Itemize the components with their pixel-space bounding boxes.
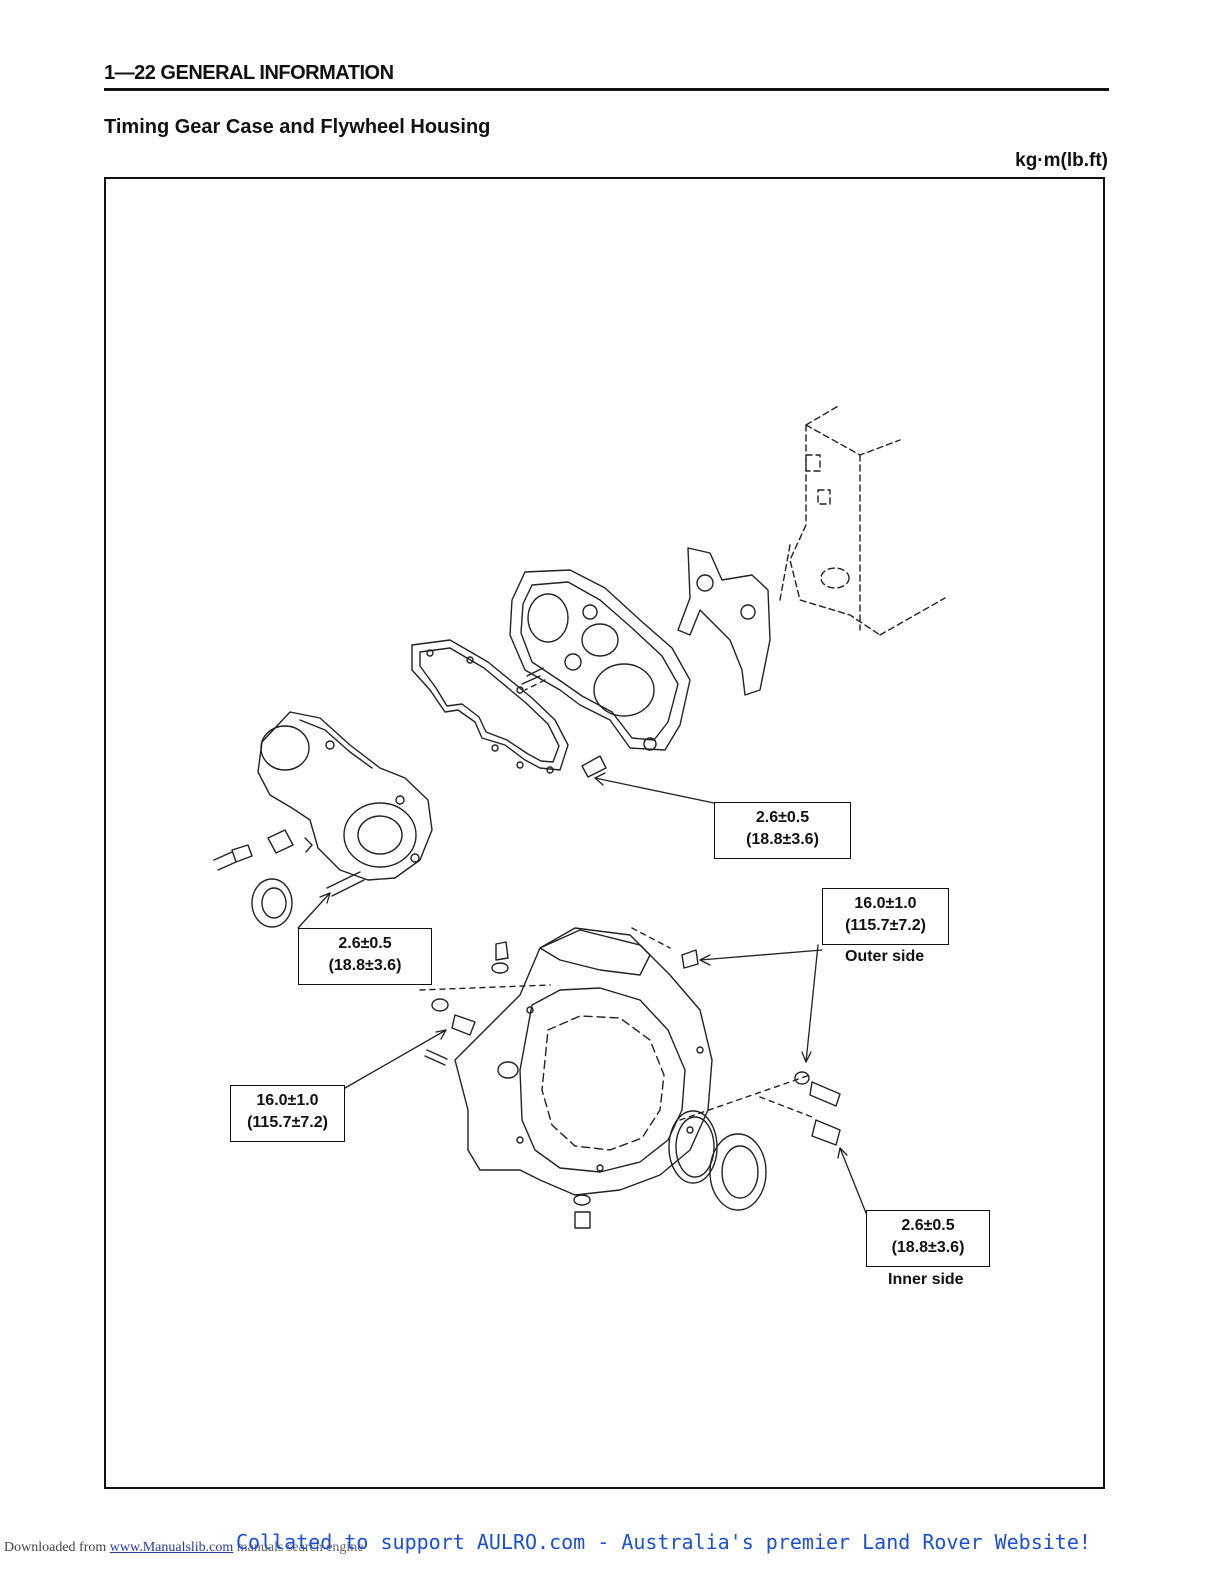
leader-lines	[297, 772, 867, 1214]
header-rule	[104, 88, 1109, 91]
torque-lbft: (115.7±7.2)	[247, 1114, 328, 1131]
torque-spec-housing-bolt: 16.0±1.0 (115.7±7.2)	[230, 1085, 345, 1142]
timing-gear-cover	[257, 711, 433, 881]
torque-lbft: (18.8±3.6)	[746, 831, 819, 848]
diagram-frame	[104, 177, 1105, 1489]
torque-lbft: (115.7±7.2)	[845, 917, 926, 934]
cylinder-block	[779, 404, 946, 636]
outer-side-caption: Outer side	[845, 948, 925, 965]
torque-kgm: 16.0±1.0	[854, 895, 917, 912]
alignment-lines	[419, 679, 813, 1121]
section-title: Timing Gear Case and Flywheel Housing	[104, 116, 491, 138]
footer-credit: Collated to support AULRO.com - Australi…	[236, 1530, 1091, 1554]
torque-kgm: 2.6±0.5	[901, 1217, 955, 1234]
footer-prefix: Downloaded from	[4, 1540, 110, 1555]
inner-side-caption: Inner side	[888, 1271, 964, 1288]
front-oil-seal	[251, 878, 293, 928]
unit-label: kg·m(lb.ft)	[1015, 150, 1108, 171]
timing-case-gasket	[411, 639, 569, 774]
flywheel-housing	[454, 927, 713, 1196]
torque-spec-outer-side: 16.0±1.0 (115.7±7.2)	[822, 888, 949, 945]
torque-spec-inner-side: 2.6±0.5 (18.8±3.6)	[866, 1210, 990, 1267]
timing-gear-case	[509, 569, 691, 751]
torque-kgm: 16.0±1.0	[256, 1092, 319, 1109]
bolts-and-plugs	[424, 941, 841, 1229]
timing-case-plate	[677, 547, 771, 696]
torque-kgm: 2.6±0.5	[338, 935, 392, 952]
torque-lbft: (18.8±3.6)	[328, 957, 402, 974]
page-title: 1—22 GENERAL INFORMATION	[104, 62, 394, 84]
manualslib-link[interactable]: www.Manualslib.com	[109, 1540, 234, 1555]
torque-spec-timing-case-bolt: 2.6±0.5 (18.8±3.6)	[714, 802, 851, 859]
torque-kgm: 2.6±0.5	[755, 809, 810, 826]
torque-lbft: (18.8±3.6)	[891, 1239, 965, 1256]
torque-spec-cover-bolt: 2.6±0.5 (18.8±3.6)	[298, 928, 432, 985]
footer-download-line: Downloaded from www.Manualslib.com manua…	[4, 1540, 364, 1556]
footer-suffix: manuals search engine	[233, 1540, 364, 1555]
small-fittings	[213, 755, 607, 897]
rear-oil-seals	[668, 1110, 767, 1211]
